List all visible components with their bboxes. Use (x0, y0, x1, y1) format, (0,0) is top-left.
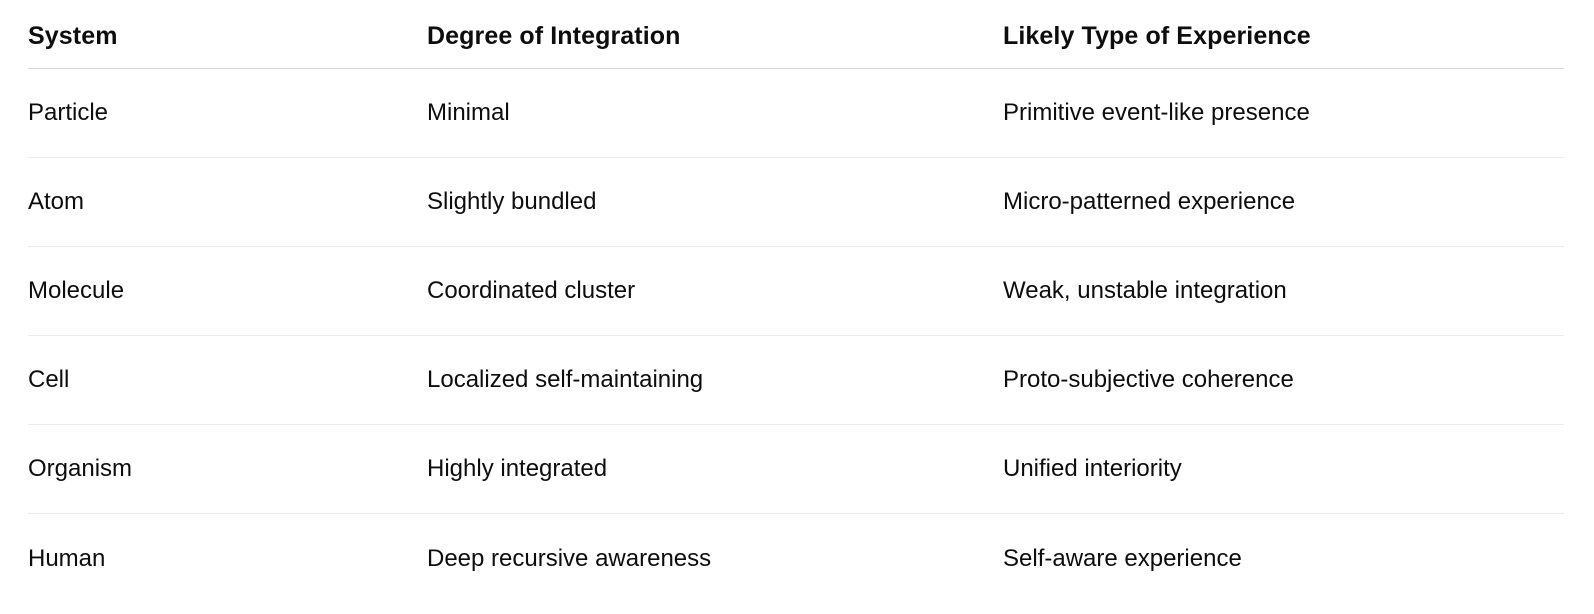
cell-experience: Self-aware experience (1003, 544, 1242, 572)
cell-integration: Slightly bundled (427, 188, 597, 215)
table-header-row: System Degree of Integration Likely Type… (28, 0, 1564, 69)
table-row: Cell Localized self-maintaining Proto-su… (28, 336, 1564, 425)
cell-integration: Minimal (427, 99, 510, 126)
systems-experience-table: System Degree of Integration Likely Type… (28, 0, 1564, 603)
column-header-integration: Degree of Integration (427, 21, 681, 50)
cell-integration: Localized self-maintaining (427, 366, 704, 393)
cell-integration: Highly integrated (427, 455, 608, 482)
table-row: Atom Slightly bundled Micro-patterned ex… (28, 158, 1564, 247)
cell-experience: Proto-subjective coherence (1003, 366, 1294, 393)
table-row: Organism Highly integrated Unified inter… (28, 425, 1564, 514)
cell-system: Human (28, 544, 106, 572)
cell-system: Cell (28, 366, 70, 393)
cell-system: Molecule (28, 277, 125, 304)
cell-system: Organism (28, 455, 133, 482)
cell-integration: Deep recursive awareness (427, 544, 712, 572)
cell-system: Particle (28, 99, 109, 126)
cell-system: Atom (28, 188, 85, 215)
cell-experience: Unified interiority (1003, 455, 1182, 482)
cell-integration: Coordinated cluster (427, 277, 636, 304)
column-header-experience: Likely Type of Experience (1003, 21, 1311, 50)
cell-experience: Weak, unstable integration (1003, 277, 1287, 304)
cell-experience: Primitive event-like presence (1003, 99, 1310, 126)
column-header-system: System (28, 21, 118, 50)
cell-experience: Micro-patterned experience (1003, 188, 1296, 215)
table-row: Molecule Coordinated cluster Weak, unsta… (28, 247, 1564, 336)
table-row: Particle Minimal Primitive event-like pr… (28, 69, 1564, 158)
table-row: Human Deep recursive awareness Self-awar… (28, 514, 1564, 603)
